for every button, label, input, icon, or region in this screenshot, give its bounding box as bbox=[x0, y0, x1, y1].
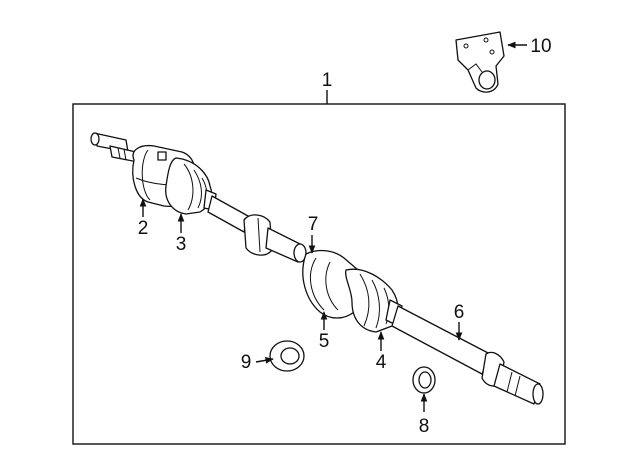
intermediate-shaft bbox=[207, 195, 307, 263]
callout-9-leader bbox=[255, 357, 274, 364]
axle-shaft-assembly bbox=[90, 132, 544, 405]
callout-4: 4 bbox=[376, 352, 387, 373]
callout-1: 1 bbox=[322, 70, 333, 91]
callout-3: 3 bbox=[176, 234, 187, 255]
bracket-part-10 bbox=[455, 31, 505, 93]
callout-7: 7 bbox=[308, 214, 319, 235]
callout-10: 10 bbox=[530, 36, 551, 57]
callout-6: 6 bbox=[454, 302, 465, 323]
inner-cv-joint bbox=[302, 249, 364, 319]
callout-2: 2 bbox=[138, 218, 149, 239]
outer-boot bbox=[165, 157, 217, 215]
callout-9: 9 bbox=[241, 352, 252, 373]
inner-stub-shaft bbox=[391, 305, 544, 405]
outer-stub-shaft bbox=[90, 132, 139, 163]
ring-part-8 bbox=[412, 366, 436, 394]
seal-part-9 bbox=[269, 340, 305, 372]
assembly-frame bbox=[72, 103, 566, 445]
callout-8: 8 bbox=[419, 416, 430, 437]
callout-5: 5 bbox=[319, 331, 330, 352]
